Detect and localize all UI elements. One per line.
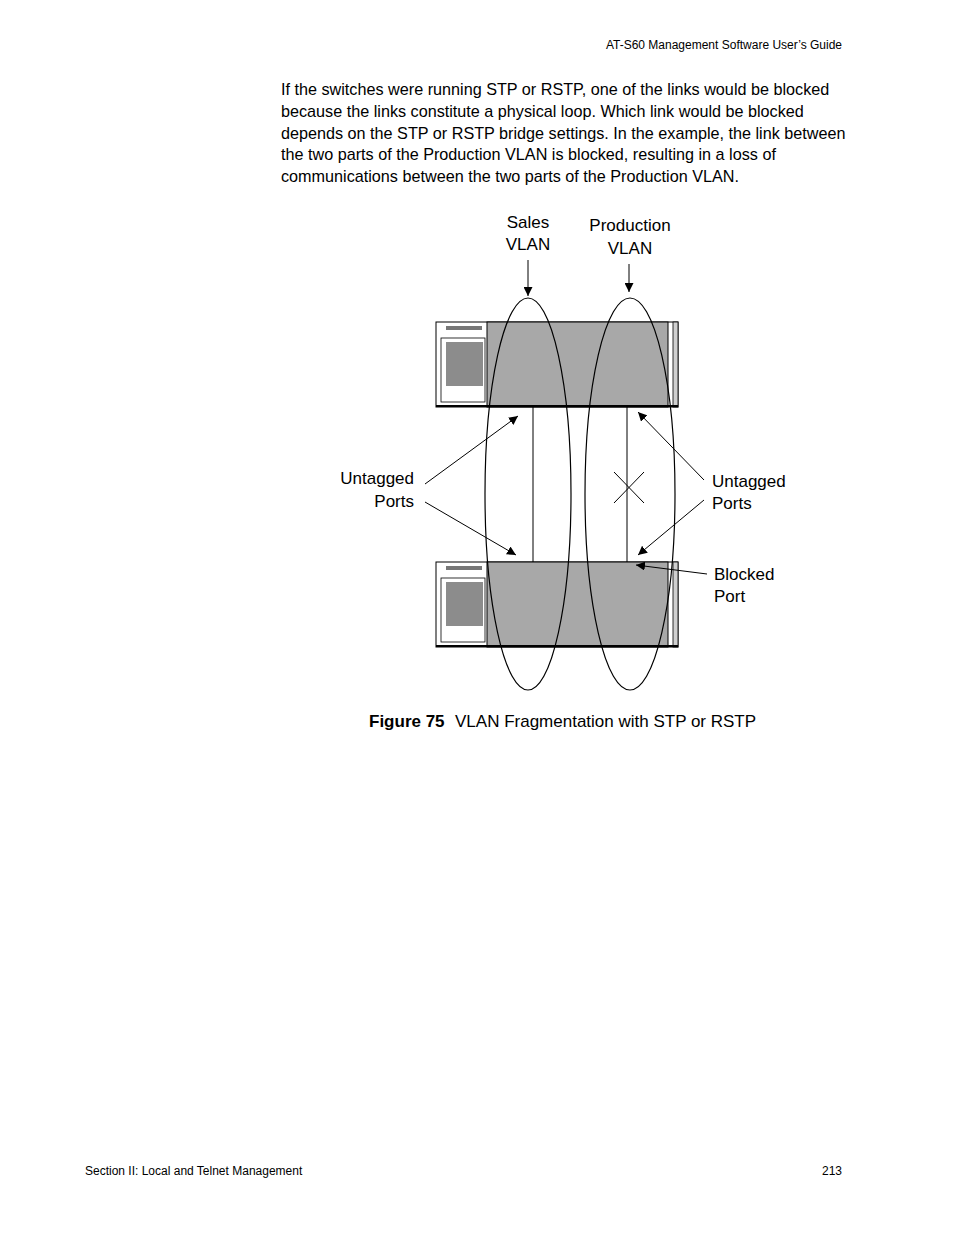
callout-label: Untagged Ports xyxy=(712,471,808,515)
callout-label: Blocked Port xyxy=(714,564,794,608)
running-header: AT-S60 Management Software User’s Guide xyxy=(606,38,842,52)
vlan-label: Production VLAN xyxy=(574,214,686,260)
body-paragraph: If the switches were running STP or RSTP… xyxy=(281,79,856,188)
page-number: 213 xyxy=(822,1164,842,1178)
blocked-mark xyxy=(614,472,644,503)
vlan-label: Sales VLAN xyxy=(496,212,560,256)
leader-lines xyxy=(425,260,707,574)
production-vlan-ellipse xyxy=(585,298,675,690)
sales-link xyxy=(533,407,534,562)
sales-vlan-ellipse xyxy=(485,298,571,690)
figure-number: Figure 75 xyxy=(369,712,445,732)
switch-bottom xyxy=(436,562,678,647)
callout-label: Untagged Ports xyxy=(318,467,414,513)
switch-top xyxy=(436,322,678,407)
running-footer: Section II: Local and Telnet Management xyxy=(85,1164,302,1178)
figure-caption: VLAN Fragmentation with STP or RSTP xyxy=(455,712,756,732)
